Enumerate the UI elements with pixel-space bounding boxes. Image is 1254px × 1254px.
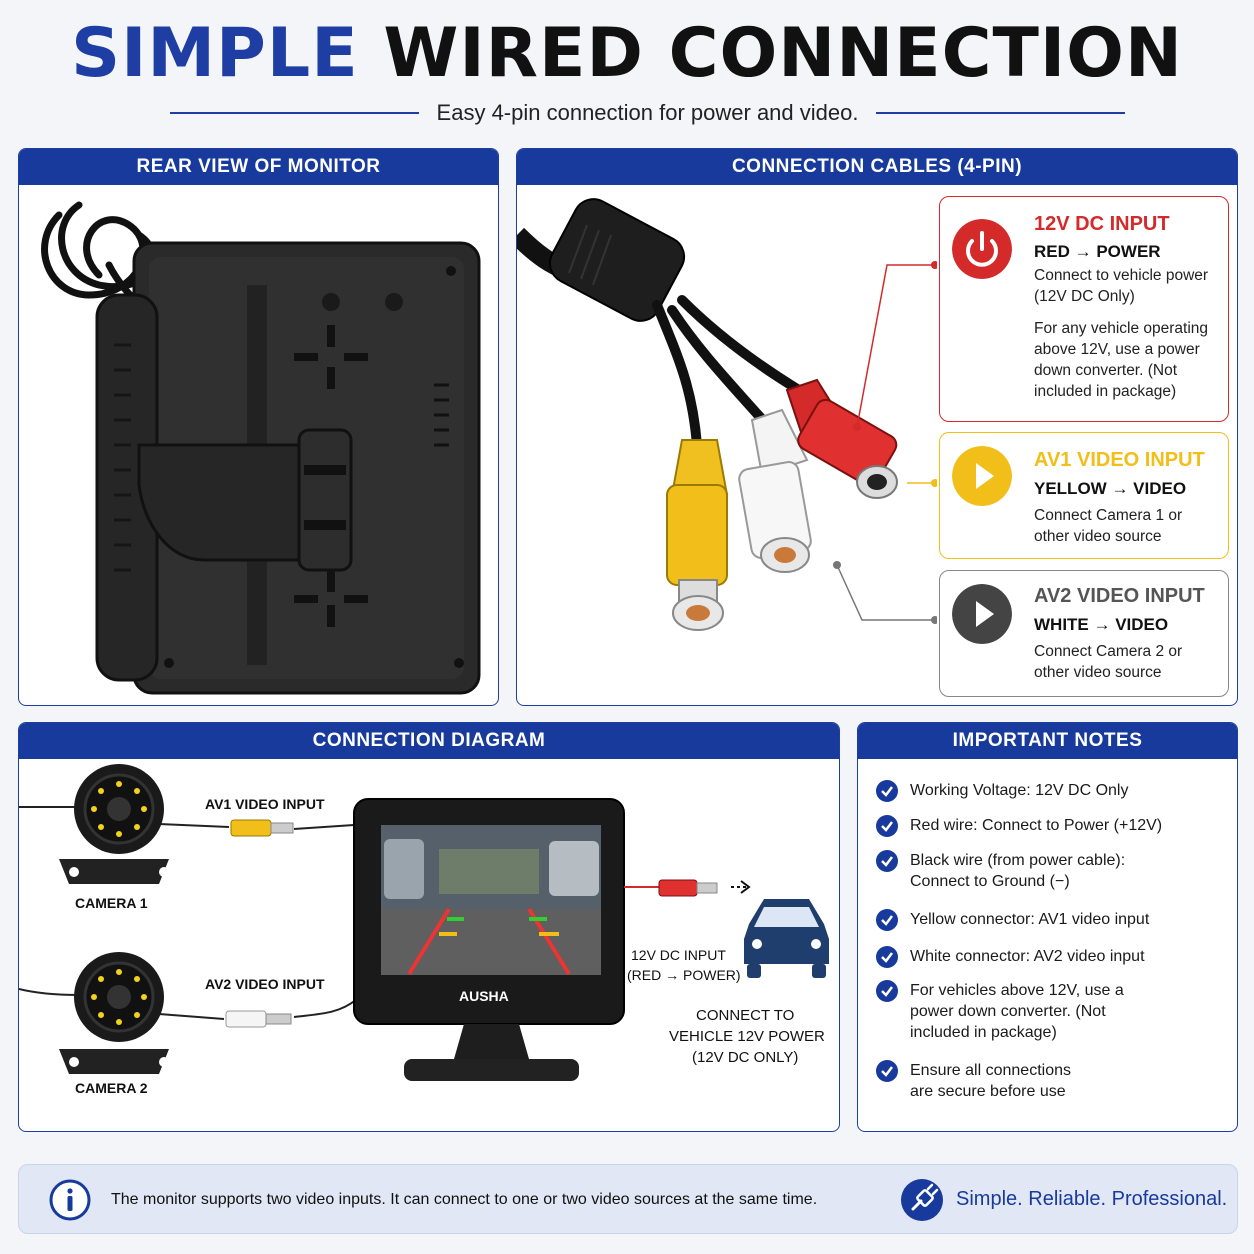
dc-input-label-1: 12V DC INPUT xyxy=(631,947,726,963)
note-item: Working Voltage: 12V DC Only xyxy=(876,780,1210,802)
note-text: For vehicles above 12V, use a power down… xyxy=(910,982,1124,1041)
note-text: Ensure all connections are secure before… xyxy=(910,1062,1071,1100)
camera1-label: CAMERA 1 xyxy=(75,895,148,911)
connector-title: 12V DC INPUT xyxy=(1034,213,1170,235)
connector-subtitle: RED → POWER xyxy=(1034,242,1161,261)
note-item: Black wire (from power cable): Connect t… xyxy=(876,850,1150,892)
check-icon xyxy=(876,980,898,1002)
vehicle-label-1: CONNECT TO xyxy=(696,1007,795,1024)
monitor-front xyxy=(353,798,625,1081)
panel-title: REAR VIEW OF MONITOR xyxy=(19,149,498,185)
note-text: Red wire: Connect to Power (+12V) xyxy=(910,817,1163,834)
footer-info: The monitor supports two video inputs. I… xyxy=(111,1191,818,1208)
power-icon xyxy=(952,219,1012,279)
vehicle-label-3: (12V DC ONLY) xyxy=(692,1049,799,1066)
white-connector xyxy=(738,408,812,573)
connector-desc: Connect to vehicle power (12V DC Only) xyxy=(1034,267,1209,305)
footer-tagline: Simple. Reliable. Professional. xyxy=(956,1188,1228,1210)
note-item: Yellow connector: AV1 video input xyxy=(876,909,1210,931)
divider xyxy=(876,112,1126,114)
connection-diagram xyxy=(19,764,829,1081)
monitor-rear-illustration xyxy=(41,201,481,695)
check-icon xyxy=(876,850,898,872)
check-icon xyxy=(876,1060,898,1082)
note-text: Working Voltage: 12V DC Only xyxy=(910,782,1129,799)
note-text: Yellow connector: AV1 video input xyxy=(910,911,1150,928)
play-icon xyxy=(952,446,1012,506)
check-icon xyxy=(876,815,898,837)
play-icon xyxy=(952,584,1012,644)
white-connector-card: AV2 VIDEO INPUT WHITE → VIDEO Connect Ca… xyxy=(939,570,1229,697)
vehicle-label-2: VEHICLE 12V POWER xyxy=(669,1028,825,1045)
subtitle-row: Easy 4-pin connection for power and vide… xyxy=(170,98,1126,128)
rca-cables-illustration xyxy=(517,198,937,631)
camera2-label: CAMERA 2 xyxy=(75,1080,148,1096)
brand-label: AUSHA xyxy=(459,988,509,1004)
note-text: White connector: AV2 video input xyxy=(910,948,1145,965)
red-connector xyxy=(785,378,898,499)
connector-desc: Connect Camera 2 or other video source xyxy=(1034,643,1183,681)
connector-desc: Connect Camera 1 or other video source xyxy=(1034,507,1183,545)
cables-panel: CONNECTION CABLES (4-PIN) xyxy=(516,148,1238,706)
panel-title: IMPORTANT NOTES xyxy=(858,723,1237,759)
red-connector-card: 12V DC INPUT RED → POWER Connect to vehi… xyxy=(939,196,1229,422)
dc-input-label-2: (RED → POWER) xyxy=(627,967,741,983)
connector-title: AV1 VIDEO INPUT xyxy=(1034,449,1205,471)
rear-view-panel: REAR VIEW OF MONITOR xyxy=(18,148,499,706)
divider xyxy=(170,112,419,114)
title-accent: SIMPLE xyxy=(71,14,359,93)
panel-title: CONNECTION DIAGRAM xyxy=(19,723,839,759)
connector-subtitle: WHITE → VIDEO xyxy=(1034,615,1169,634)
check-icon xyxy=(876,909,898,931)
notes-panel: IMPORTANT NOTES Working Voltage: 12V DC … xyxy=(857,722,1238,1132)
note-item: Red wire: Connect to Power (+12V) xyxy=(876,815,1210,837)
plug-icon xyxy=(901,1179,943,1221)
note-item: Ensure all connections are secure before… xyxy=(876,1060,1090,1102)
check-icon xyxy=(876,946,898,968)
car-icon xyxy=(744,899,829,978)
av2-label: AV2 VIDEO INPUT xyxy=(205,976,325,992)
note-item: White connector: AV2 video input xyxy=(876,946,1210,968)
panel-title: CONNECTION CABLES (4-PIN) xyxy=(517,149,1237,185)
connector-title: AV2 VIDEO INPUT xyxy=(1034,585,1205,607)
connector-subtitle: YELLOW → VIDEO xyxy=(1034,479,1187,498)
footer-bar: The monitor supports two video inputs. I… xyxy=(18,1164,1238,1234)
connector-note: For any vehicle operating above 12V, use… xyxy=(1034,320,1209,400)
yellow-connector xyxy=(666,439,729,631)
camera-1 xyxy=(59,764,169,884)
info-icon xyxy=(49,1179,91,1221)
yellow-connector-card: AV1 VIDEO INPUT YELLOW → VIDEO Connect C… xyxy=(939,432,1229,559)
note-item: For vehicles above 12V, use a power down… xyxy=(876,980,1135,1043)
title-main: WIRED CONNECTION xyxy=(383,14,1183,93)
check-icon xyxy=(876,780,898,802)
diagram-panel: CONNECTION DIAGRAM xyxy=(18,722,840,1132)
camera-2 xyxy=(59,952,169,1074)
subtitle: Easy 4-pin connection for power and vide… xyxy=(436,100,859,125)
page-title: SIMPLE WIRED CONNECTION xyxy=(0,14,1254,93)
note-text: Black wire (from power cable): Connect t… xyxy=(910,852,1126,890)
av1-label: AV1 VIDEO INPUT xyxy=(205,796,325,812)
